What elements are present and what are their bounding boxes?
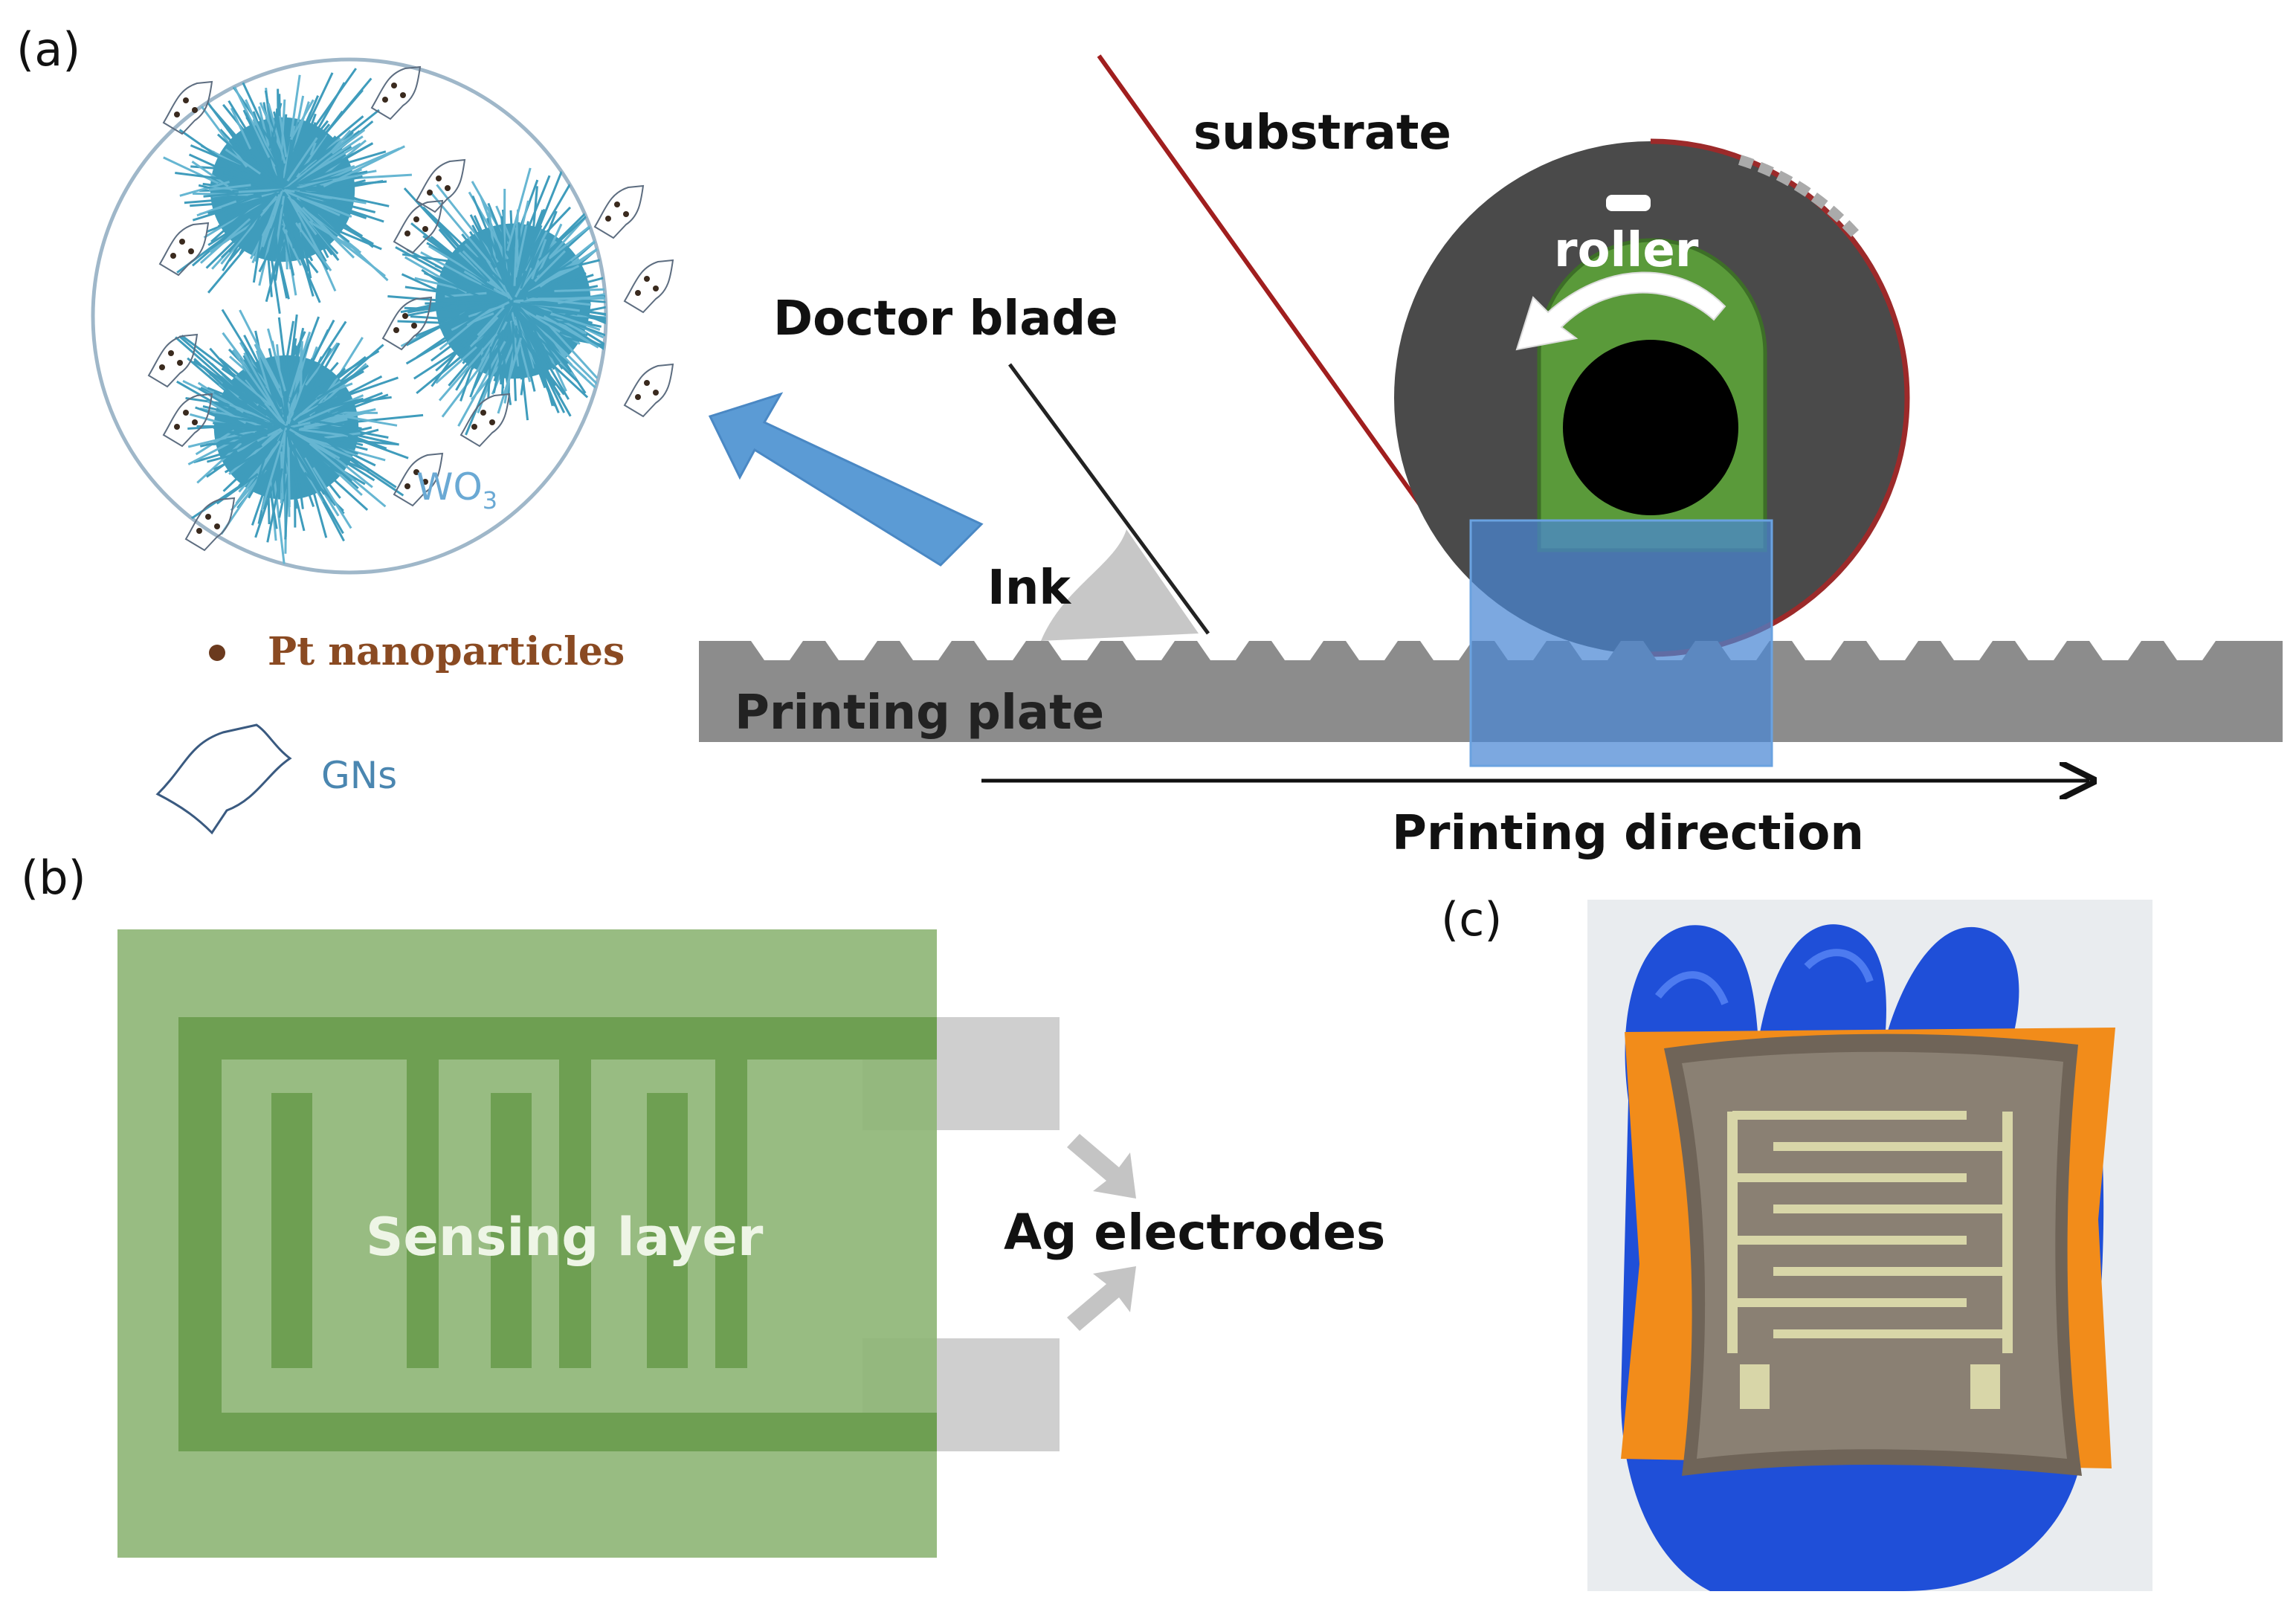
panel-label-b: (b) xyxy=(21,851,86,905)
graphene-sheet xyxy=(393,452,444,507)
doctor-blade-label: Doctor blade xyxy=(773,291,1118,346)
graphene-sheet xyxy=(381,296,433,351)
electrode-diagram: Sensing layer Ag electrodes xyxy=(117,929,1385,1558)
wo3-cluster xyxy=(175,309,424,564)
printing-direction-label: Printing direction xyxy=(1392,806,1864,861)
graphene-sheet xyxy=(158,222,210,277)
ag-electrodes-label: Ag electrodes xyxy=(1004,1204,1385,1261)
pt-dot-icon xyxy=(209,645,225,661)
ink-label: Ink xyxy=(987,561,1071,616)
magnify-arrow xyxy=(708,392,984,567)
doctor-blade xyxy=(1007,363,1210,635)
electrode-arrow-top xyxy=(1067,1134,1136,1199)
graphene-sheets xyxy=(147,65,674,552)
electrode-arrow-bottom xyxy=(1067,1266,1136,1331)
photo-electrode-pattern xyxy=(1727,1111,2013,1409)
graphene-sheet-icon xyxy=(155,723,292,835)
roller-label: roller xyxy=(1554,223,1699,278)
panel-label-c: (c) xyxy=(1441,892,1502,946)
graphene-sheet xyxy=(162,393,213,448)
contact-zone-overlay xyxy=(1469,519,1773,767)
printing-plate-label: Printing plate xyxy=(735,686,1104,741)
graphene-sheet xyxy=(623,363,674,418)
graphene-sheet xyxy=(393,199,444,254)
graphene-sheet xyxy=(147,333,199,388)
graphene-sheet xyxy=(162,80,213,135)
legend: Pt nanoparticles GNs xyxy=(155,629,625,835)
wo3-cluster xyxy=(387,167,606,436)
graphene-sheet xyxy=(623,259,674,314)
interdigitated-electrodes xyxy=(178,1017,937,1451)
substrate-label: substrate xyxy=(1193,106,1451,161)
graphene-sheet xyxy=(184,497,236,552)
wo3-cluster xyxy=(163,68,413,315)
graphene-sheet xyxy=(593,184,645,239)
graphene-sheet xyxy=(459,393,511,448)
graphene-sheet xyxy=(415,158,466,213)
roller-axle xyxy=(1563,340,1738,515)
graphene-sheet xyxy=(370,65,422,120)
ink-blob xyxy=(1041,529,1199,641)
magnified-circle: WO3 xyxy=(91,57,674,575)
gns-label: GNs xyxy=(321,754,397,797)
rotation-arrow xyxy=(1515,271,1726,351)
panel-label-a: (a) xyxy=(16,22,80,77)
device-photo xyxy=(1587,900,2152,1591)
wo3-label: WO3 xyxy=(416,465,497,515)
pt-nanoparticles-label: Pt nanoparticles xyxy=(268,629,625,674)
substrate-line xyxy=(1097,54,1465,567)
sensing-layer-label: Sensing layer xyxy=(366,1207,764,1268)
wo3-clusters xyxy=(163,68,606,564)
